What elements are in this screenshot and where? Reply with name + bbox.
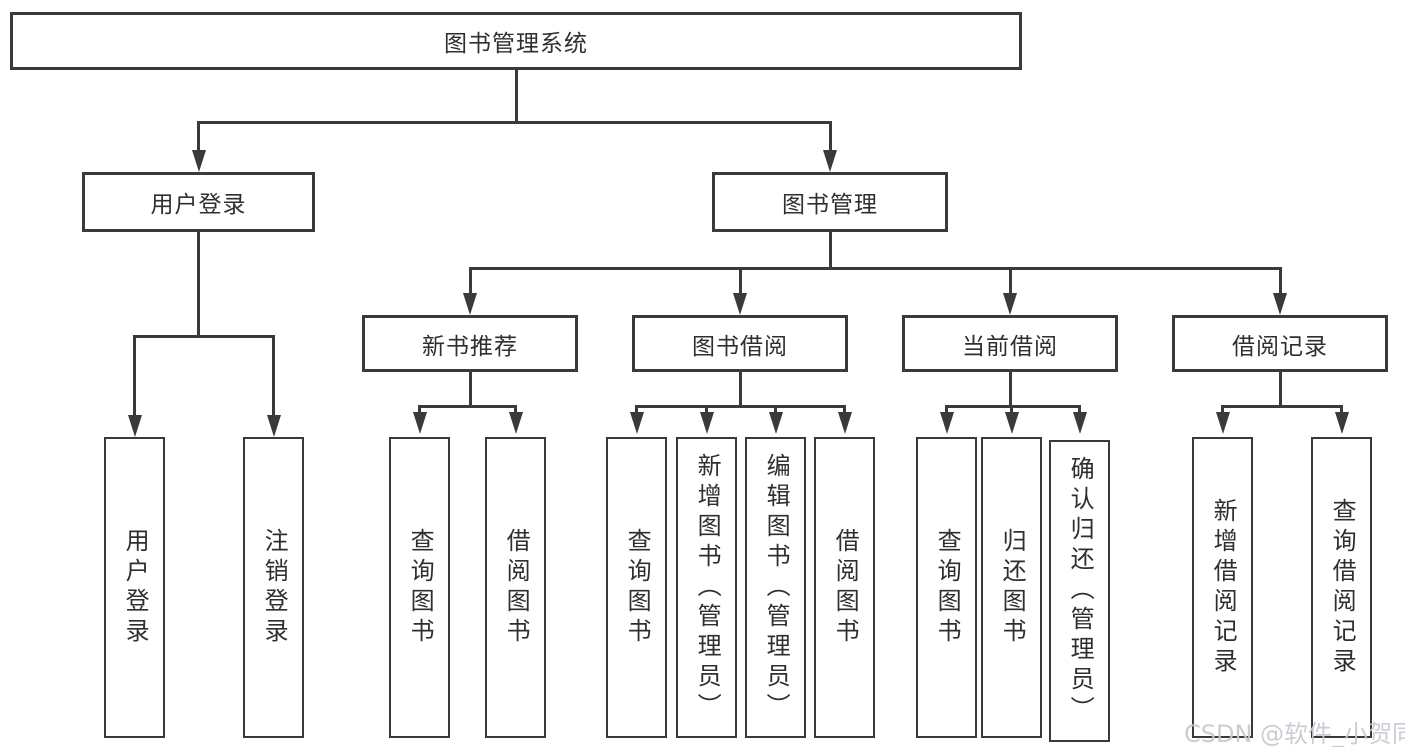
connector-line	[828, 232, 832, 270]
connector-line	[468, 267, 472, 295]
arrow-down-icon	[823, 150, 837, 172]
connector-line	[197, 232, 200, 338]
node-label: 用户登录	[121, 527, 150, 648]
connector-line	[514, 69, 518, 123]
node-label: 借阅图书	[831, 527, 860, 648]
arrow-down-icon	[699, 412, 714, 434]
arrow-down-icon	[412, 412, 427, 434]
connector-line	[774, 405, 777, 414]
arrow-down-icon	[191, 150, 206, 172]
node-label: 查询图书	[406, 527, 435, 648]
connector-line	[1278, 267, 1282, 295]
node-leaf-query-books-3: 查询图书	[916, 437, 977, 738]
connector-line	[1078, 405, 1081, 414]
node-label: 确认归还（管理员）	[1066, 456, 1095, 726]
node-leaf-add-borrow-record: 新增借阅记录	[1192, 437, 1253, 738]
arrow-down-icon	[1004, 412, 1019, 434]
arrow-down-icon	[733, 293, 747, 315]
connector-line	[705, 405, 708, 414]
node-label: 查询图书	[623, 527, 652, 648]
connector-line	[418, 405, 421, 414]
node-label: 编辑图书（管理员）	[762, 452, 791, 723]
connector-line	[1221, 405, 1224, 414]
connector-line	[828, 121, 832, 152]
node-label: 图书管理系统	[444, 31, 588, 57]
watermark-text: CSDN @软件_小贺同学	[1184, 720, 1405, 747]
node-label: 新增图书（管理员）	[693, 452, 722, 723]
node-leaf-user-login: 用户登录	[104, 437, 165, 738]
node-user-login: 用户登录	[82, 172, 315, 232]
arrow-down-icon	[768, 412, 783, 434]
connector-line	[635, 405, 846, 408]
connector-line	[514, 405, 517, 414]
node-leaf-edit-book-admin: 编辑图书（管理员）	[745, 437, 806, 738]
node-label: 归还图书	[998, 527, 1027, 648]
arrow-down-icon	[837, 412, 852, 434]
node-leaf-return-books: 归还图书	[981, 437, 1042, 738]
connector-line	[1221, 405, 1343, 408]
node-leaf-confirm-return-admin: 确认归还（管理员）	[1049, 440, 1110, 742]
arrow-down-icon	[1003, 293, 1017, 315]
arrow-down-icon	[127, 415, 142, 437]
node-new-book-recommend: 新书推荐	[362, 315, 578, 372]
arrow-down-icon	[1334, 412, 1349, 434]
node-leaf-query-books-2: 查询图书	[606, 437, 667, 738]
arrow-down-icon	[463, 293, 477, 315]
connector-line	[468, 372, 472, 407]
arrow-down-icon	[1273, 293, 1287, 315]
arrow-down-icon	[629, 412, 644, 434]
connector-line	[738, 267, 742, 295]
arrow-down-icon	[266, 415, 281, 437]
connector-line	[1010, 405, 1013, 414]
connector-line	[133, 335, 275, 338]
node-label: 查询借阅记录	[1328, 497, 1357, 678]
node-leaf-query-books-1: 查询图书	[389, 437, 450, 738]
node-leaf-add-book-admin: 新增图书（管理员）	[676, 437, 737, 738]
arrow-down-icon	[508, 412, 523, 434]
connector-line	[133, 335, 136, 417]
node-label: 当前借阅	[962, 333, 1058, 360]
connector-line	[738, 372, 742, 407]
connector-line	[843, 405, 846, 414]
connector-line	[418, 405, 517, 408]
connector-line	[197, 121, 831, 124]
node-label: 新增借阅记录	[1209, 497, 1238, 678]
connector-line	[1278, 372, 1282, 407]
connector-line	[635, 405, 638, 414]
node-label: 图书管理	[782, 192, 878, 218]
connector-line	[1008, 372, 1012, 407]
node-label: 用户登录	[150, 192, 247, 218]
node-label: 图书借阅	[692, 333, 788, 360]
node-label: 借阅图书	[502, 527, 531, 648]
arrow-down-icon	[1072, 412, 1087, 434]
connector-line	[272, 335, 275, 417]
node-label: 借阅记录	[1232, 333, 1328, 360]
node-leaf-logout: 注销登录	[243, 437, 304, 738]
node-leaf-query-borrow-record: 查询借阅记录	[1311, 437, 1372, 738]
node-borrow-records: 借阅记录	[1172, 315, 1388, 372]
node-book-borrowing: 图书借阅	[632, 315, 848, 372]
node-leaf-borrow-books-2: 借阅图书	[814, 437, 875, 738]
connector-line	[1008, 267, 1012, 295]
connector-line	[197, 121, 200, 152]
node-leaf-borrow-books-1: 借阅图书	[485, 437, 546, 738]
node-library-management-system: 图书管理系统	[10, 12, 1022, 70]
arrow-down-icon	[939, 412, 954, 434]
node-label: 新书推荐	[422, 333, 518, 360]
node-book-management: 图书管理	[712, 172, 948, 232]
connector-line	[945, 405, 948, 414]
node-label: 注销登录	[260, 527, 289, 648]
connector-line	[1340, 405, 1343, 414]
connector-line	[945, 405, 1081, 408]
arrow-down-icon	[1215, 412, 1230, 434]
node-current-borrowing: 当前借阅	[902, 315, 1118, 372]
connector-line	[468, 267, 1282, 270]
node-label: 查询图书	[933, 527, 962, 648]
